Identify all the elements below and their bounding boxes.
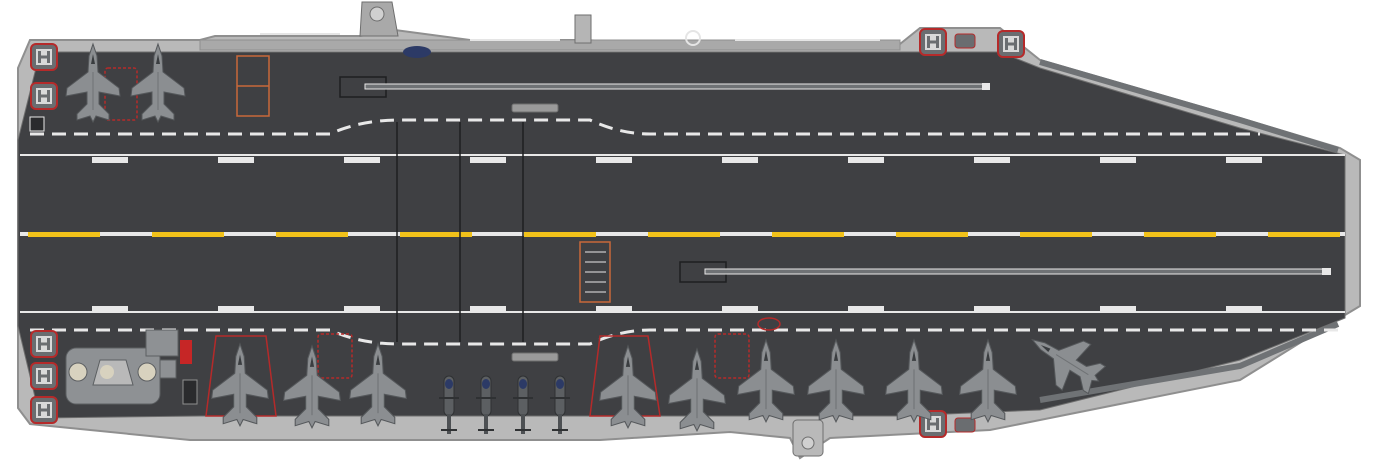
landing-area-bottom <box>30 328 1340 346</box>
centerline-dash <box>648 232 720 237</box>
edge-dash <box>1226 306 1262 312</box>
edge-dash <box>218 157 254 163</box>
edge-dash <box>470 306 506 312</box>
edge-dash <box>344 306 380 312</box>
runway-edge-dashes <box>92 157 1262 312</box>
edge-dash <box>596 157 632 163</box>
edge-dash <box>1226 157 1262 163</box>
edge-dash <box>1100 306 1136 312</box>
edge-dash <box>470 157 506 163</box>
elevator-small-1 <box>954 33 976 49</box>
catapult-1 <box>236 55 990 117</box>
edge-dash <box>92 157 128 163</box>
catapult-2 <box>579 241 1331 303</box>
parking-boxes <box>104 67 750 379</box>
landing-area-top <box>30 118 1260 136</box>
centerline-dash <box>1020 232 1092 237</box>
centerline-dash <box>772 232 844 237</box>
catwalk-top <box>199 39 901 51</box>
elevator-marker-7 <box>997 30 1025 58</box>
deck-hatch <box>29 116 45 132</box>
edge-dash <box>848 306 884 312</box>
centerline-dash <box>276 232 348 237</box>
catwalk-railing-top <box>260 33 880 41</box>
edge-dash <box>1100 157 1136 163</box>
centerline-dash <box>896 232 968 237</box>
elevator-marker-3 <box>30 330 58 358</box>
centerline-dash <box>1268 232 1340 237</box>
centerline-yellow-dashes <box>28 232 1340 237</box>
elevator-marker-5 <box>30 396 58 424</box>
centerline-dash <box>400 232 472 237</box>
edge-dash <box>722 306 758 312</box>
deck-marker-oval <box>757 317 781 331</box>
catwalk-bow-lower <box>1039 321 1340 403</box>
aft-weapons-block <box>65 329 198 405</box>
centerline-dash <box>28 232 100 237</box>
edge-dash <box>974 306 1010 312</box>
elevator-marker-4 <box>30 362 58 390</box>
tractor-lower <box>511 352 559 362</box>
edge-dash <box>974 157 1010 163</box>
bow-stub <box>792 419 824 457</box>
tractor-upper <box>511 103 559 113</box>
centerline-dash <box>1144 232 1216 237</box>
centerline-dash <box>152 232 224 237</box>
elevator-marker-2 <box>30 82 58 110</box>
edge-dash <box>596 306 632 312</box>
elevator-small-2 <box>954 417 976 433</box>
edge-dash <box>848 157 884 163</box>
arresting-wires <box>396 122 524 342</box>
centerline-dash <box>524 232 596 237</box>
edge-dash <box>722 157 758 163</box>
island-superstructure <box>359 1 701 58</box>
edge-dash <box>92 306 128 312</box>
catwalk-bow-upper <box>1039 59 1339 153</box>
edge-dash <box>344 157 380 163</box>
elevator-marker-6 <box>919 28 947 56</box>
elevator-marker-1 <box>30 43 58 71</box>
edge-dash <box>218 306 254 312</box>
